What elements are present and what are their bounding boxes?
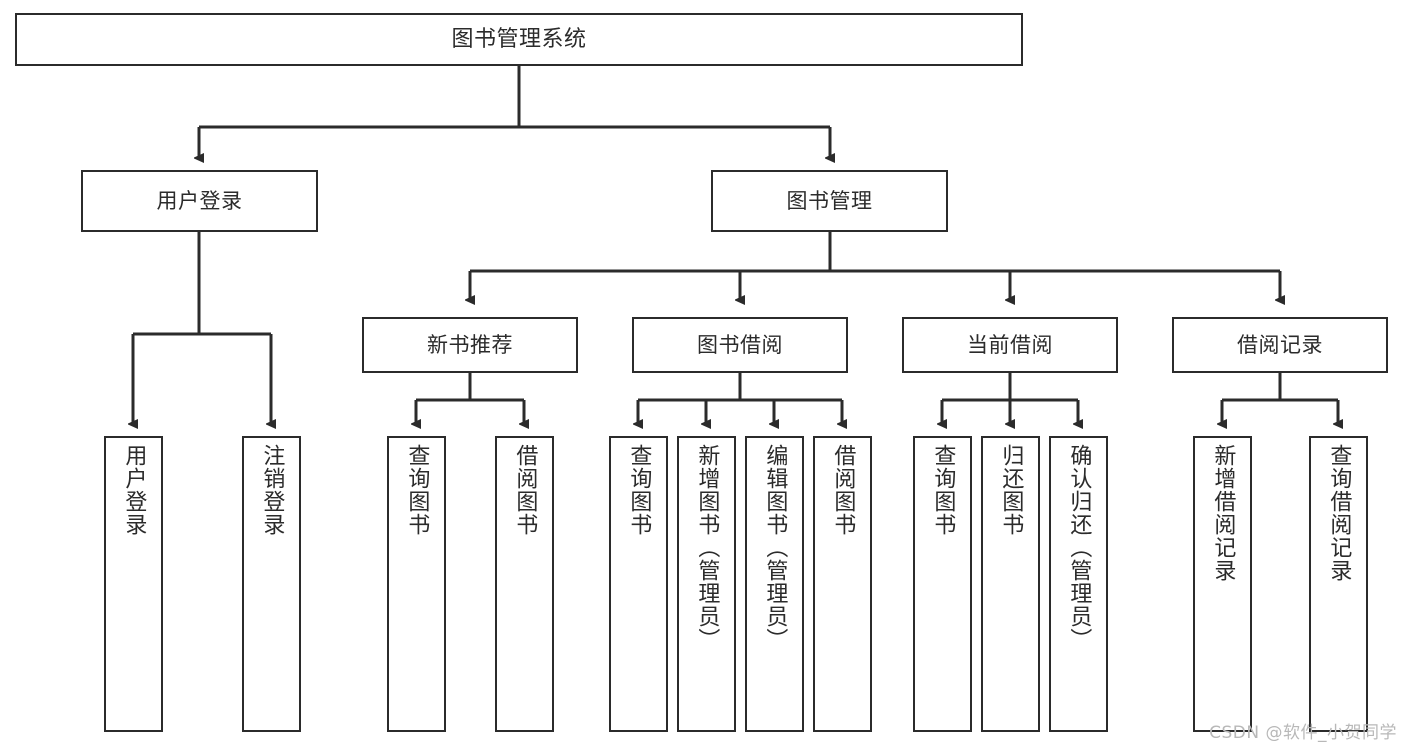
leaf-borrow-book-borrowing[interactable]: 借阅图书	[813, 436, 872, 732]
node-label: 编辑图书（管理员）	[762, 444, 788, 651]
node-user-login[interactable]: 用户登录	[81, 170, 318, 232]
leaf-confirm-return-admin[interactable]: 确认归还（管理员）	[1049, 436, 1108, 732]
node-label: 借阅记录	[1237, 332, 1323, 357]
leaf-user-logout[interactable]: 注销登录	[242, 436, 301, 732]
node-label: 查询图书	[404, 444, 430, 536]
leaf-query-book-borrowing[interactable]: 查询图书	[609, 436, 668, 732]
node-label: 图书管理	[786, 188, 873, 213]
node-label: 图书管理系统	[451, 26, 587, 52]
leaf-query-book-new-rec[interactable]: 查询图书	[387, 436, 446, 732]
node-label: 注销登录	[259, 444, 285, 536]
node-book-management[interactable]: 图书管理	[711, 170, 948, 232]
node-label: 用户登录	[121, 444, 147, 536]
leaf-query-book-current[interactable]: 查询图书	[913, 436, 972, 732]
node-root-book-management-system[interactable]: 图书管理系统	[15, 13, 1023, 66]
node-borrowing-records[interactable]: 借阅记录	[1172, 317, 1388, 373]
node-label: 借阅图书	[830, 444, 856, 536]
node-label: 借阅图书	[512, 444, 538, 536]
csdn-watermark: CSDN @软件_小贺同学	[1209, 723, 1397, 743]
node-book-borrowing[interactable]: 图书借阅	[632, 317, 848, 373]
node-label: 确认归还（管理员）	[1066, 444, 1092, 651]
node-label: 新书推荐	[427, 332, 513, 357]
leaf-edit-book-admin[interactable]: 编辑图书（管理员）	[745, 436, 804, 732]
node-label: 新增借阅记录	[1210, 444, 1236, 582]
node-current-borrowing[interactable]: 当前借阅	[902, 317, 1118, 373]
leaf-query-borrow-record[interactable]: 查询借阅记录	[1309, 436, 1368, 732]
node-label: 查询图书	[930, 444, 956, 536]
leaf-user-login[interactable]: 用户登录	[104, 436, 163, 732]
node-label: 图书借阅	[697, 332, 783, 357]
node-label: 归还图书	[998, 444, 1024, 536]
leaf-add-book-admin[interactable]: 新增图书（管理员）	[677, 436, 736, 732]
leaf-borrow-book-new-rec[interactable]: 借阅图书	[495, 436, 554, 732]
node-label: 当前借阅	[967, 332, 1053, 357]
node-label: 查询图书	[626, 444, 652, 536]
node-new-book-recommendation[interactable]: 新书推荐	[362, 317, 578, 373]
node-label: 新增图书（管理员）	[694, 444, 720, 651]
node-label: 用户登录	[156, 188, 243, 213]
leaf-add-borrow-record[interactable]: 新增借阅记录	[1193, 436, 1252, 732]
node-label: 查询借阅记录	[1326, 444, 1352, 582]
leaf-return-book[interactable]: 归还图书	[981, 436, 1040, 732]
